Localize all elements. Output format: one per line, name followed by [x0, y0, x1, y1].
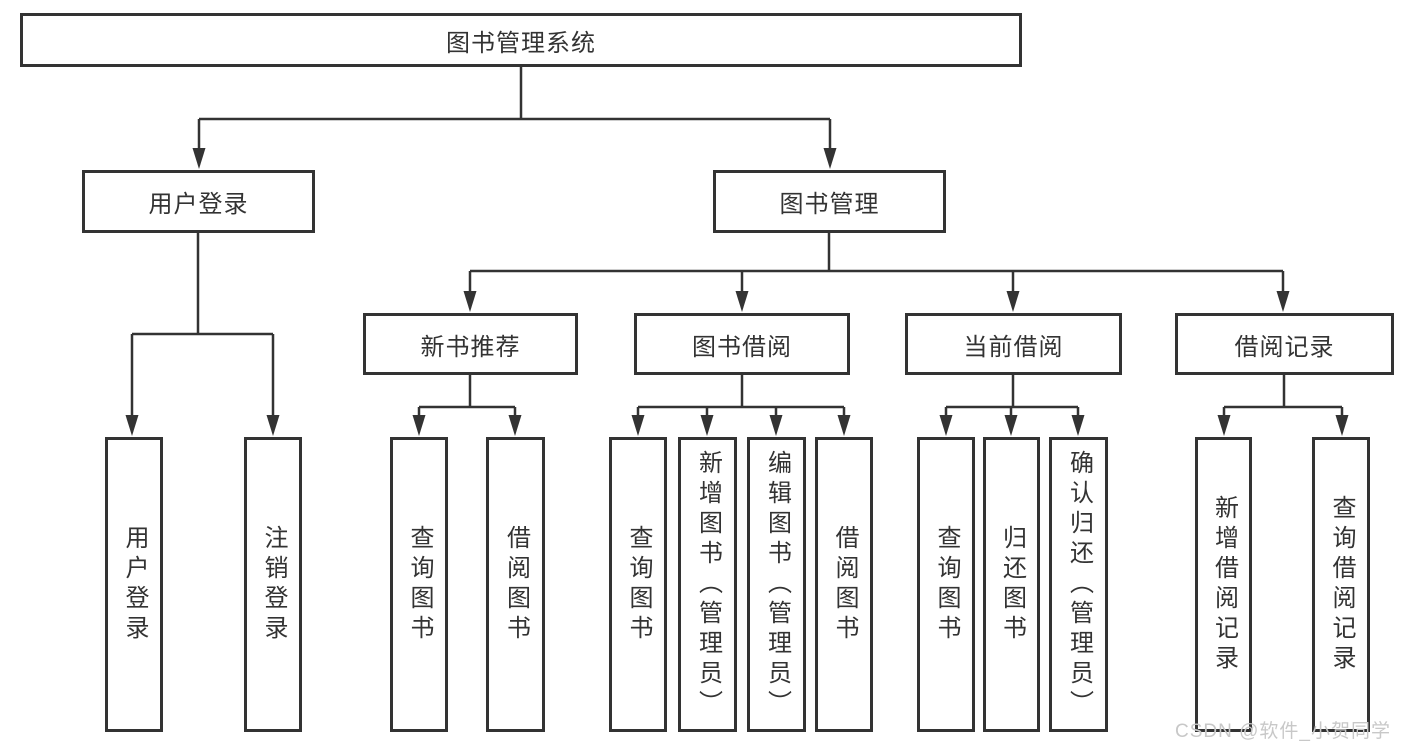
leaf-label: 新增借阅记录 [1210, 494, 1238, 675]
leaf-label: 确认归还（管理员） [1065, 449, 1093, 720]
leaf-label: 查询借阅记录 [1328, 494, 1355, 675]
leaf-return-books: 归还图书 [983, 437, 1040, 732]
leaf-label: 用户登录 [121, 524, 148, 645]
leaf-add-books-admin: 新增图书（管理员） [678, 437, 737, 732]
leaf-borrow-books-2: 借阅图书 [815, 437, 873, 732]
node-new-book-recommend: 新书推荐 [363, 313, 578, 375]
node-label: 新书推荐 [420, 333, 521, 361]
node-label: 图书借阅 [692, 333, 792, 361]
leaf-label: 查询图书 [933, 524, 960, 645]
node-book-management: 图书管理 [713, 170, 946, 233]
leaf-label: 借阅图书 [831, 524, 858, 645]
leaf-confirm-return-admin: 确认归还（管理员） [1049, 437, 1108, 732]
node-label: 用户登录 [148, 191, 249, 218]
node-label: 借阅记录 [1234, 333, 1335, 361]
leaf-query-books-3: 查询图书 [917, 437, 975, 732]
leaf-label: 借阅图书 [502, 524, 530, 645]
leaf-label: 归还图书 [998, 524, 1026, 645]
node-label: 图书管理系统 [446, 29, 596, 57]
node-book-borrowing: 图书借阅 [634, 313, 850, 375]
leaf-logout: 注销登录 [244, 437, 302, 732]
node-label: 当前借阅 [963, 333, 1064, 361]
node-borrowing-records: 借阅记录 [1175, 313, 1394, 375]
leaf-query-books-2: 查询图书 [609, 437, 667, 732]
leaf-query-borrow-record: 查询借阅记录 [1312, 437, 1370, 732]
leaf-label: 编辑图书（管理员） [763, 449, 791, 720]
leaf-label: 新增图书（管理员） [694, 449, 722, 720]
csdn-watermark: CSDN @软件_小贺同学 [1175, 721, 1391, 742]
node-current-borrowing: 当前借阅 [905, 313, 1122, 375]
node-user-login: 用户登录 [82, 170, 315, 233]
leaf-label: 查询图书 [625, 524, 652, 645]
leaf-query-books-1: 查询图书 [390, 437, 448, 732]
leaf-borrow-books-1: 借阅图书 [486, 437, 545, 732]
node-label: 图书管理 [779, 191, 880, 218]
leaf-user-login: 用户登录 [105, 437, 163, 732]
leaf-label: 查询图书 [406, 524, 433, 645]
node-library-management-system: 图书管理系统 [20, 13, 1022, 67]
leaf-label: 注销登录 [260, 524, 287, 645]
leaf-add-borrow-record: 新增借阅记录 [1195, 437, 1252, 732]
leaf-edit-books-admin: 编辑图书（管理员） [747, 437, 806, 732]
